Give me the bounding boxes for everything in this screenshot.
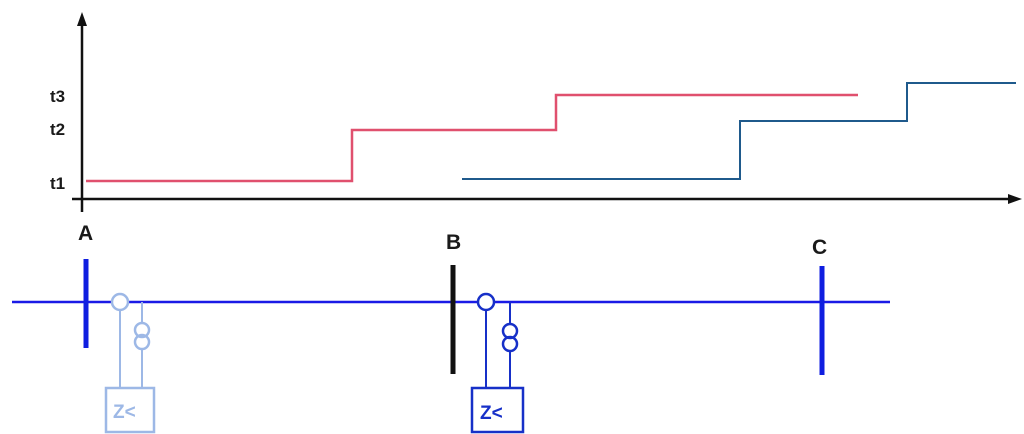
- relay-b-box: [470, 386, 525, 434]
- time-label-t3: t3: [50, 87, 65, 106]
- bus-label-a: A: [78, 222, 93, 245]
- voltage-transformer-a-upper-icon: [133, 321, 151, 339]
- time-axis-arrowhead: [77, 12, 87, 26]
- time-label-t2: t2: [50, 120, 65, 139]
- bus-label-c: C: [812, 236, 827, 259]
- current-transformer-b-icon: [476, 292, 496, 312]
- relay-a-label: Z<: [113, 402, 136, 423]
- relay-b-label: Z<: [480, 403, 503, 424]
- relay-a-assembly: Z<: [104, 292, 156, 434]
- current-transformer-a-icon: [110, 292, 130, 312]
- time-label-t1: t1: [50, 174, 65, 193]
- bus-label-b: B: [446, 231, 461, 254]
- relay-b-assembly: Z<: [470, 292, 525, 434]
- zone-curve-relay-b: [462, 82, 1016, 180]
- distance-axis-arrowhead: [1008, 194, 1022, 204]
- relay-a-box: [104, 386, 156, 434]
- zone-curve-relay-a: [86, 93, 858, 183]
